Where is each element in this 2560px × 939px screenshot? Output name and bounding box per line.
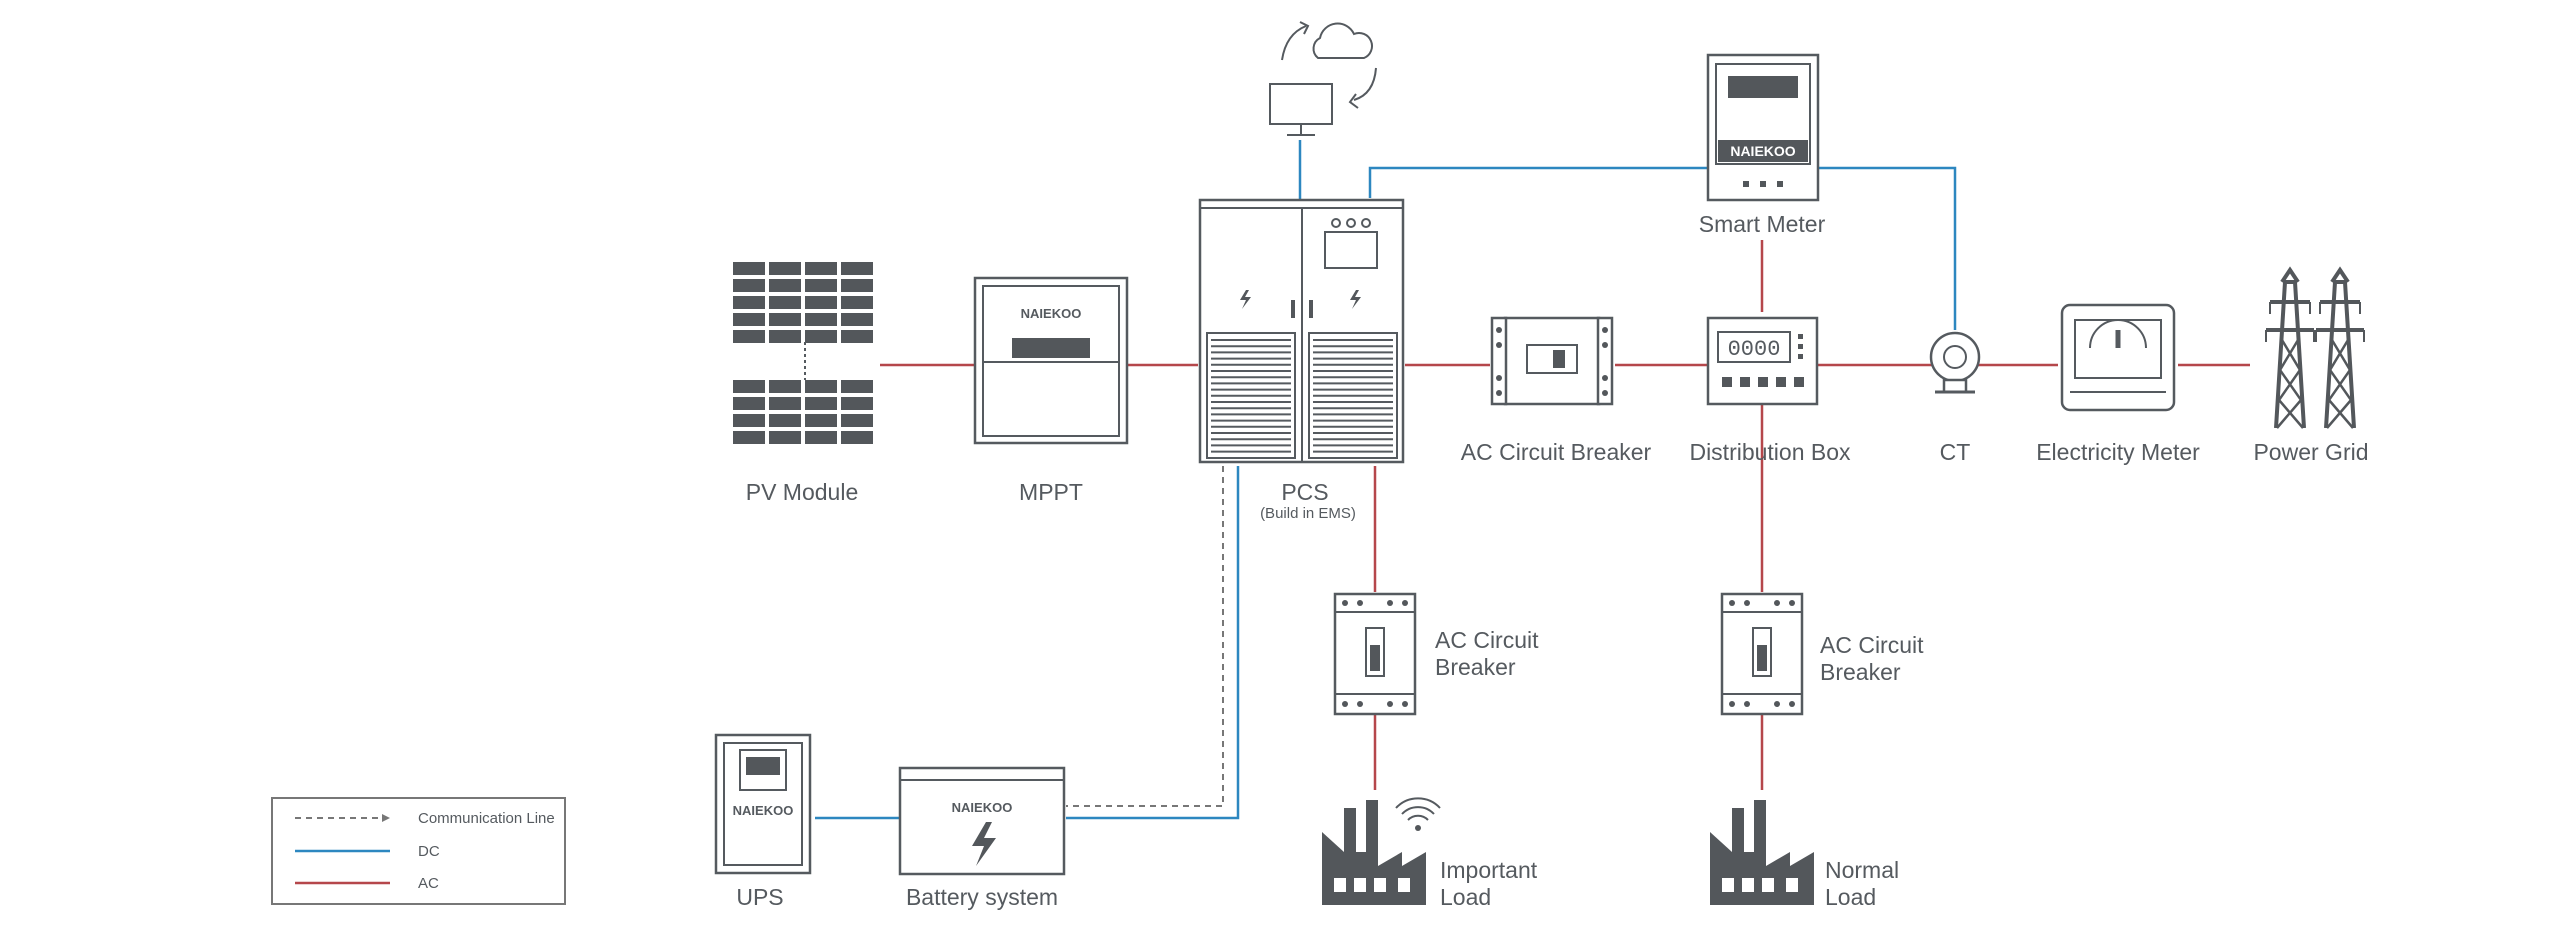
ac-breaker-left <box>1333 592 1417 716</box>
ac-breaker-left-label-2: Breaker <box>1435 654 1516 680</box>
dc-line-smartmeter-ct <box>1818 166 1957 330</box>
cloud-icon <box>1312 22 1373 59</box>
pcs-sublabel: (Build in EMS) <box>1260 505 1356 522</box>
electricity-meter-label: Electricity Meter <box>2036 439 2200 465</box>
mppt-label: MPPT <box>1019 479 1083 505</box>
legend-comm-label: Communication Line <box>418 810 555 827</box>
lightning-icon <box>972 822 996 866</box>
normal-load-label-2: Load <box>1825 884 1876 910</box>
smart-meter-brand: NAIEKOO <box>1730 143 1795 159</box>
mppt-brand: NAIEKOO <box>1021 306 1082 321</box>
sync-arrows-icon <box>1281 21 1377 109</box>
pcs-cabinet <box>1198 198 1405 464</box>
ups-device: NAIEKOO <box>714 733 812 875</box>
factory-icon <box>1710 800 1814 905</box>
power-grid-label: Power Grid <box>2253 439 2368 465</box>
ac-breaker-right <box>1720 592 1804 716</box>
important-load-label-1: Important <box>1440 857 1538 883</box>
ac-breaker-main <box>1490 316 1614 406</box>
electricity-meter <box>2060 303 2176 412</box>
distribution-box: 0000 <box>1706 316 1819 406</box>
connection-lines <box>815 140 2250 820</box>
pv-module-label: PV Module <box>746 479 859 505</box>
dc-line-pcs-battery <box>1066 466 1240 820</box>
pcs-label: PCS <box>1281 479 1328 505</box>
factory-icon <box>1322 800 1426 905</box>
lightning-icon <box>1240 290 1251 309</box>
normal-load-label-1: Normal <box>1825 857 1899 883</box>
smart-meter: NAIEKOO <box>1706 53 1820 202</box>
ct-label: CT <box>1940 439 1971 465</box>
ups-brand: NAIEKOO <box>733 803 794 818</box>
battery-system: NAIEKOO <box>898 766 1066 876</box>
mppt-device: NAIEKOO <box>973 276 1129 445</box>
battery-brand: NAIEKOO <box>952 800 1013 815</box>
dc-line-pcs-smartmeter <box>1368 166 1708 198</box>
ups-label: UPS <box>736 884 783 910</box>
smart-meter-label: Smart Meter <box>1699 211 1826 237</box>
distribution-box-display: 0000 <box>1728 337 1781 362</box>
lightning-icon <box>1350 290 1361 309</box>
transmission-tower-icon <box>2265 266 2365 429</box>
monitor-icon <box>1269 83 1333 136</box>
important-load-label-2: Load <box>1440 884 1491 910</box>
battery-label: Battery system <box>906 884 1058 910</box>
legend: Communication Line DC AC <box>271 797 566 905</box>
ac-breaker-left-label-1: AC Circuit <box>1435 627 1539 653</box>
ac-breaker-main-label: AC Circuit Breaker <box>1461 439 1652 465</box>
legend-ac-label: AC <box>418 875 439 892</box>
ac-breaker-right-label-1: AC Circuit <box>1820 632 1924 658</box>
ac-breaker-right-label-2: Breaker <box>1820 659 1901 685</box>
ct-device <box>1929 331 1981 394</box>
legend-dc-label: DC <box>418 843 440 860</box>
cloud-monitor-group <box>1269 21 1377 136</box>
distribution-box-label: Distribution Box <box>1689 439 1851 465</box>
comm-line-pcs-battery <box>1066 466 1224 807</box>
pv-module-icon <box>733 262 873 444</box>
wifi-icon <box>1395 797 1441 831</box>
